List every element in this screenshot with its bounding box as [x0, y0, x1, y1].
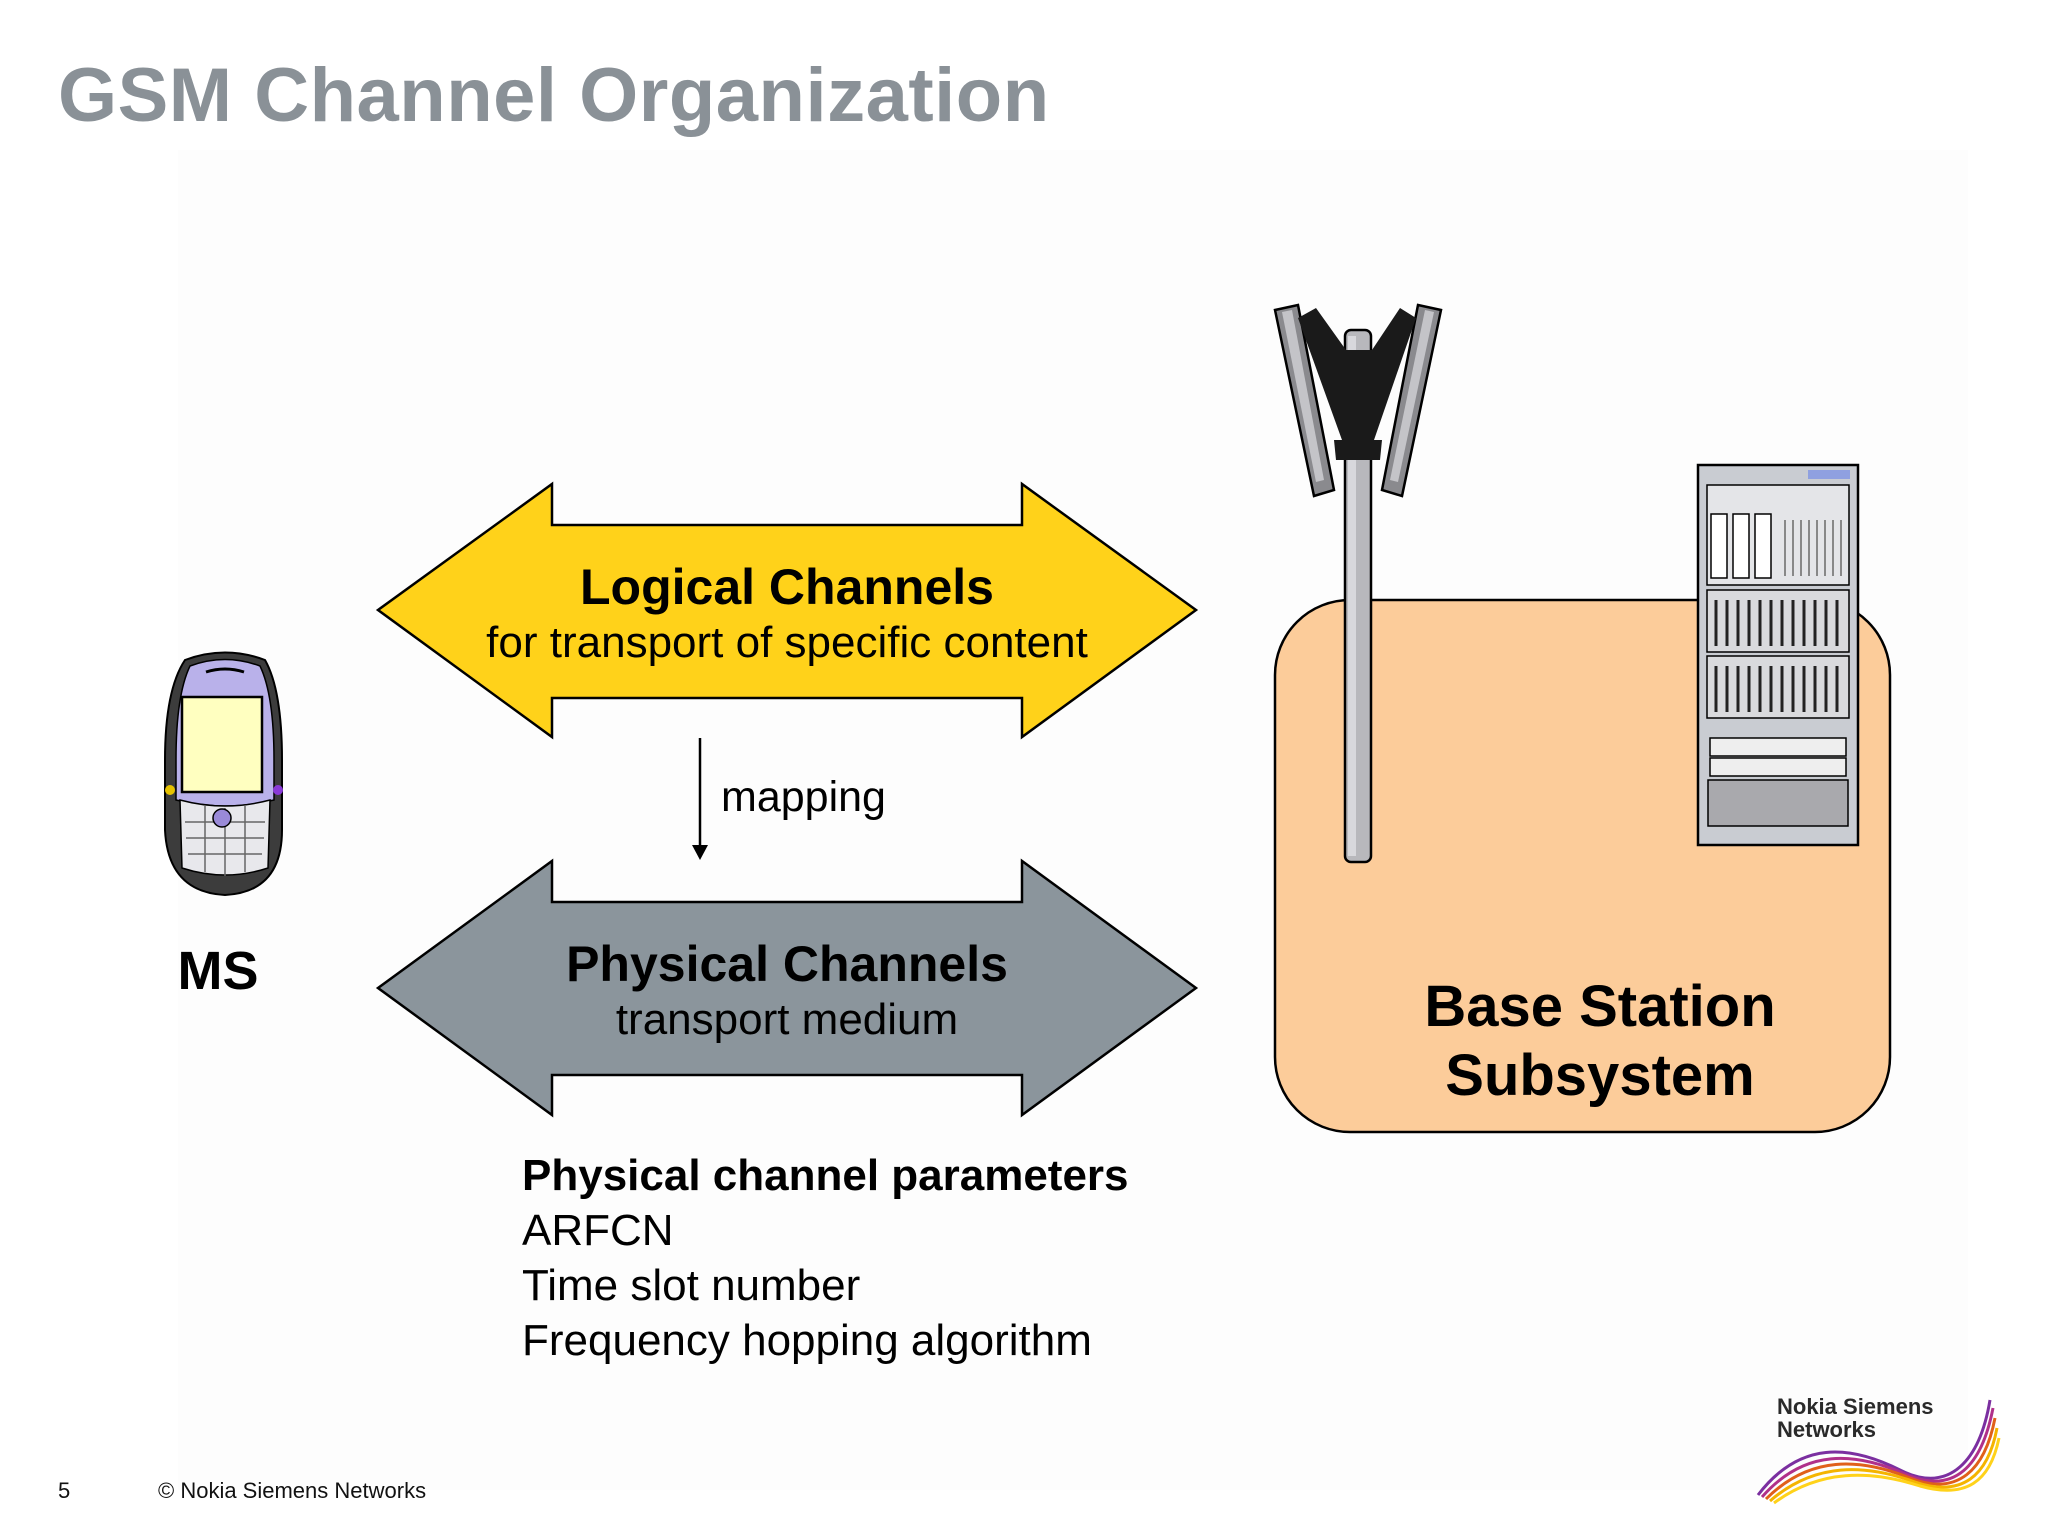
- slide-title: GSM Channel Organization: [58, 53, 1050, 138]
- nsn-logo-wave: [1756, 1399, 2001, 1505]
- logical-channels-subtitle: for transport of specific content: [486, 618, 1088, 667]
- physical-channels-subtitle: transport medium: [615, 995, 959, 1044]
- parameters-heading: Physical channel parameters: [522, 1151, 1129, 1200]
- bss-label: Base Station Subsystem: [1424, 972, 1775, 1110]
- bss-label-line2: Subsystem: [1445, 1043, 1755, 1108]
- copyright-text: © Nokia Siemens Networks: [158, 1478, 427, 1503]
- logo-line2: Networks: [1777, 1417, 1877, 1442]
- physical-channels-title: Physical Channels: [566, 936, 1008, 992]
- mapping-arrow: [692, 738, 708, 860]
- mobile-phone-icon: [164, 651, 283, 897]
- physical-channel-parameters: Physical channel parameters ARFCN Time s…: [522, 1148, 1129, 1368]
- page-number: 5: [58, 1478, 71, 1503]
- antenna-mast-icon: [1273, 303, 1443, 864]
- parameter-item: Time slot number: [522, 1261, 861, 1310]
- mapping-label: mapping: [721, 773, 886, 821]
- ms-label: MS: [177, 941, 259, 1001]
- physical-channels-arrow: [375, 858, 1199, 1118]
- nsn-logo-text: Nokia Siemens Networks: [1777, 1395, 1934, 1441]
- logical-channels-arrow: [375, 481, 1199, 740]
- equipment-rack-icon: [1696, 463, 1860, 847]
- logical-channels-title: Logical Channels: [580, 559, 994, 615]
- parameter-item: Frequency hopping algorithm: [522, 1316, 1092, 1365]
- parameter-item: ARFCN: [522, 1206, 674, 1255]
- logo-line1: Nokia Siemens: [1777, 1394, 1934, 1419]
- bss-label-line1: Base Station: [1424, 974, 1776, 1039]
